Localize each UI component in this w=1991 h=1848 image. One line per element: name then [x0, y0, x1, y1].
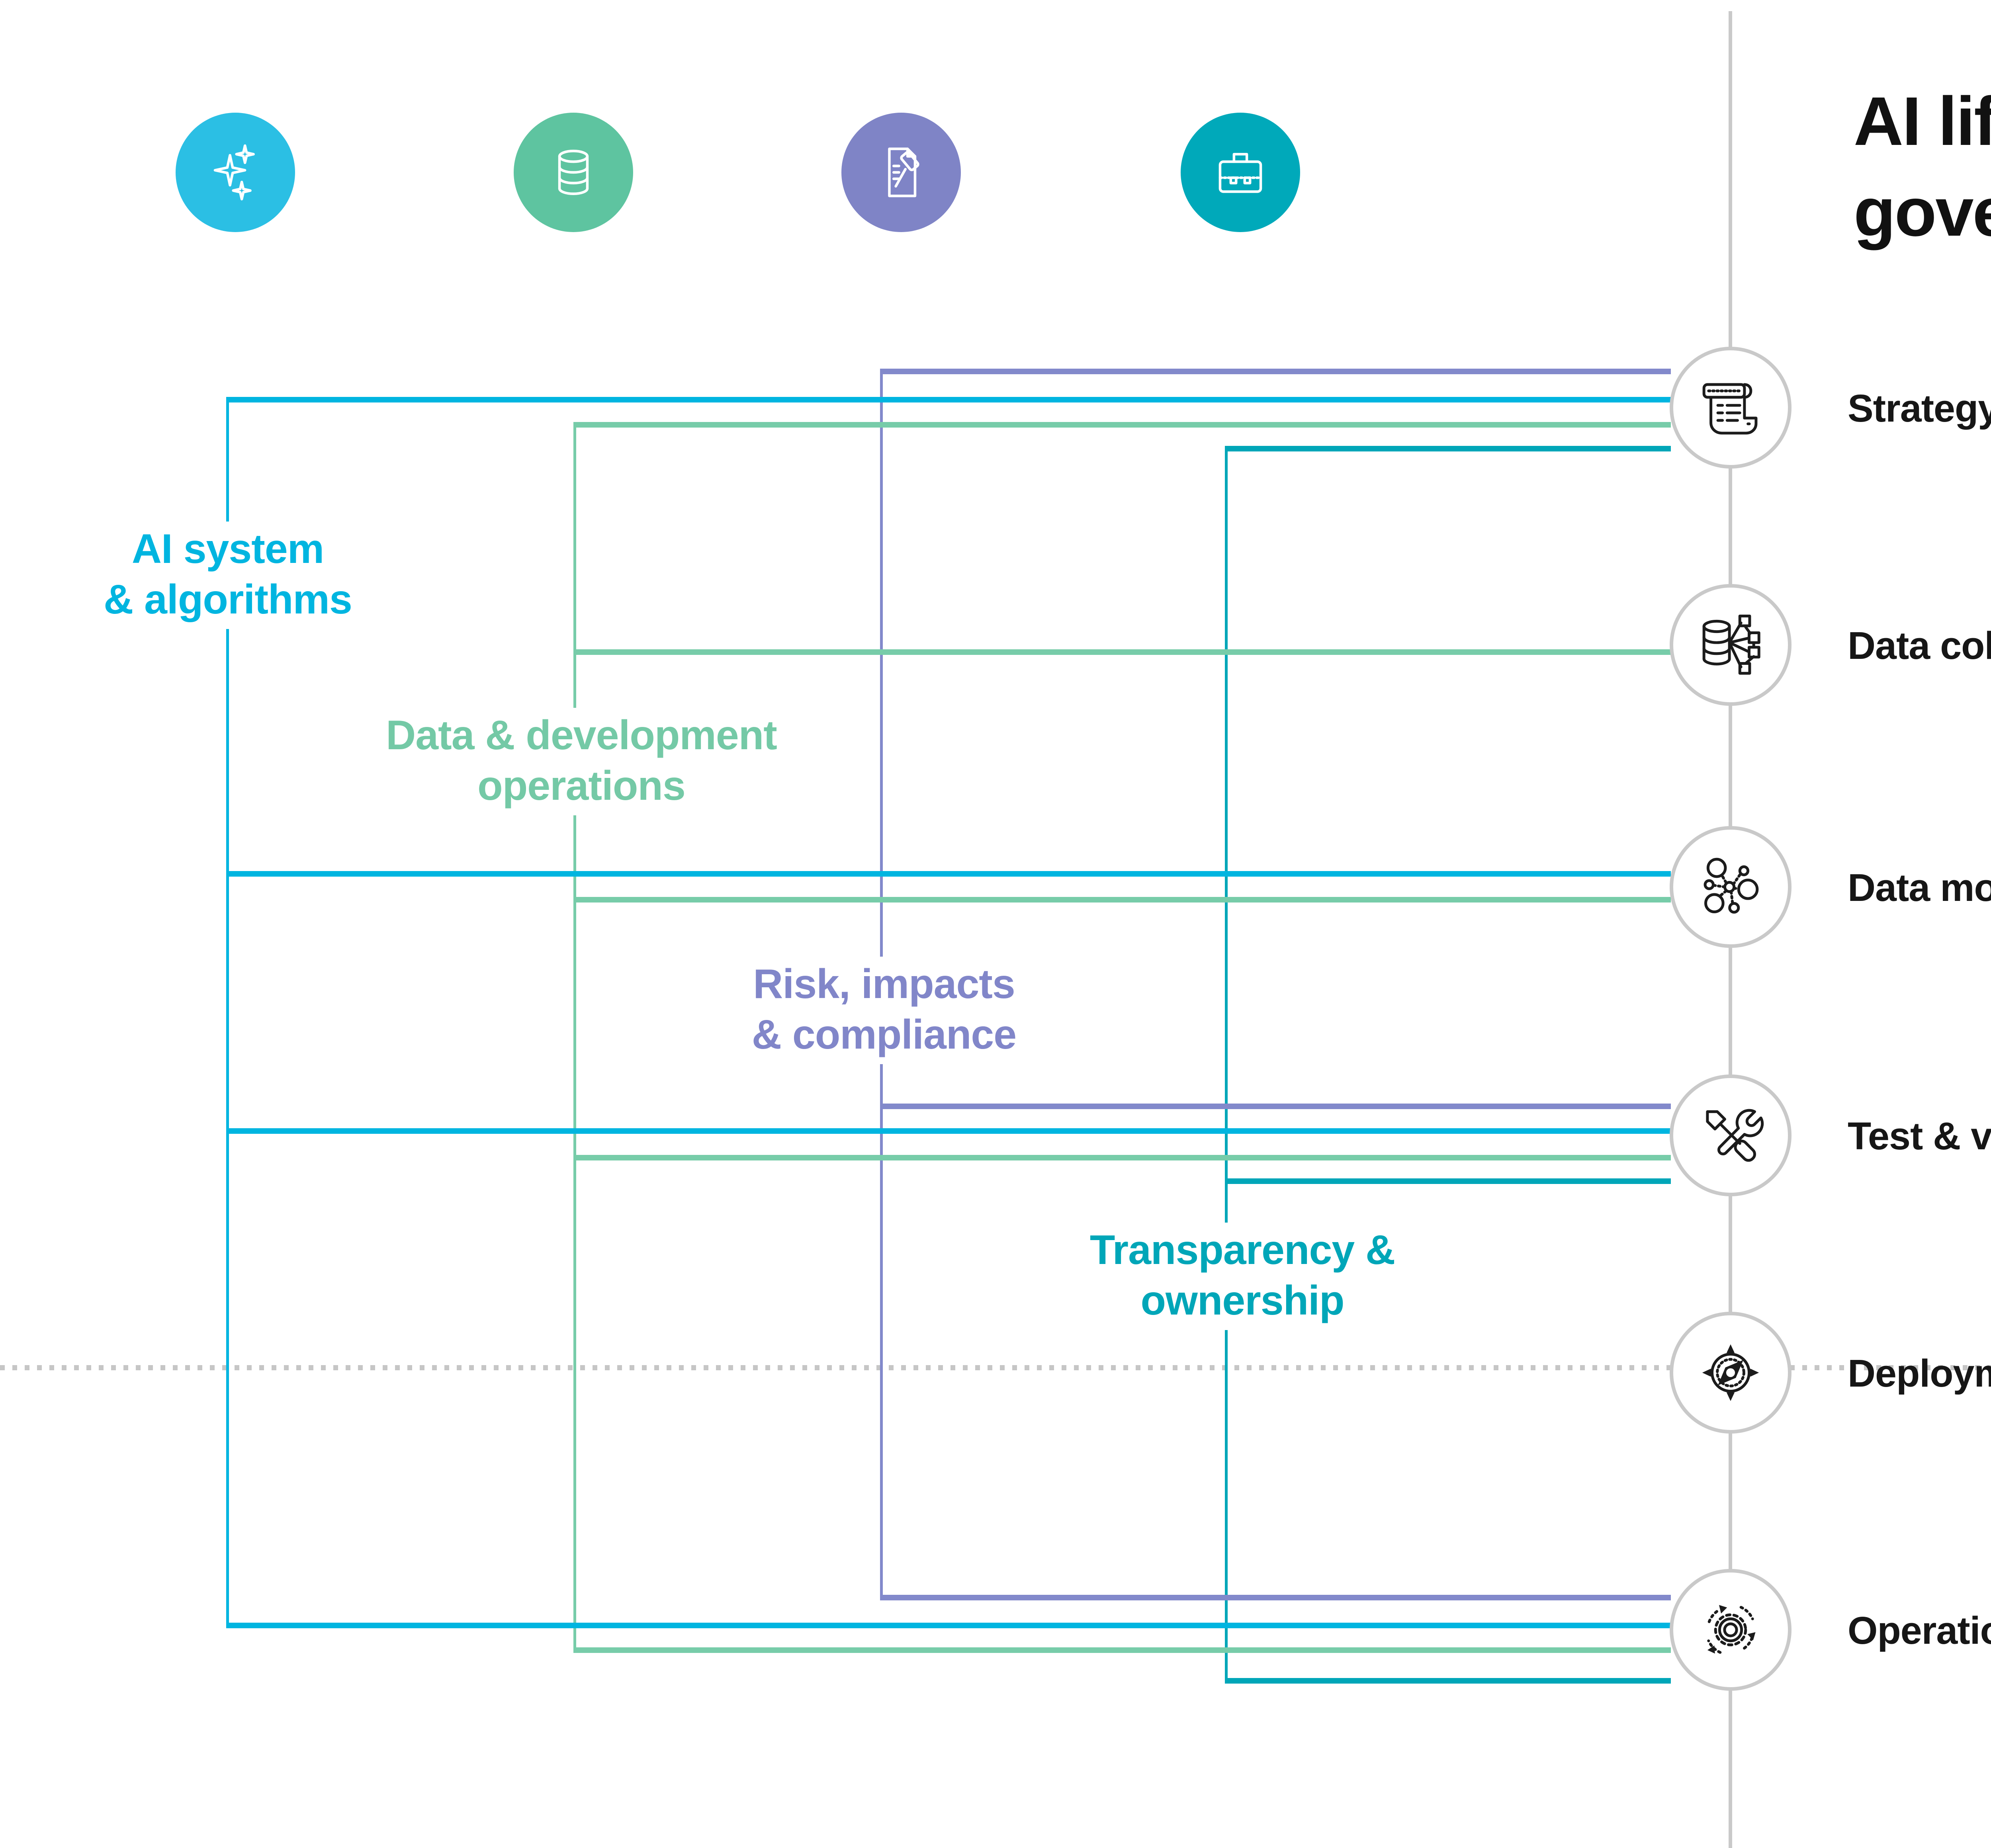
- page-title: AI lifecycle governance: [1854, 76, 1991, 258]
- connector-transparency-to-strategy: [1225, 446, 1671, 451]
- scroll-icon: [1702, 383, 1758, 435]
- connector-ai-system-to-operation: [226, 1623, 1671, 1628]
- category-label-ai-system: AI system & algorithms: [0, 524, 507, 625]
- gear-sync-icon: [1707, 1605, 1756, 1654]
- deployment-dotted-line: [0, 1365, 1991, 1370]
- connector-ai-system-to-test: [226, 1128, 1671, 1134]
- category-label-line: ownership: [1140, 1277, 1344, 1324]
- badge-risk: [841, 113, 961, 232]
- badge-transparency: [1181, 113, 1300, 232]
- badge-data-dev: [514, 113, 633, 232]
- stage-label-data-collection: Data collection & processing: [1848, 624, 1991, 667]
- connector-data-dev-to-test: [573, 1155, 1671, 1160]
- spine-risk-upper: [880, 371, 883, 957]
- category-label-line: Data & development: [386, 712, 777, 758]
- category-label-line: & algorithms: [104, 576, 352, 623]
- connector-ai-system-to-model-building: [226, 871, 1671, 877]
- node-cluster-icon: [1703, 858, 1759, 914]
- category-label-risk: Risk, impacts & compliance: [605, 959, 1163, 1060]
- stage-label-operation-monitoring: Operation & monitoring: [1848, 1609, 1991, 1652]
- spine-transparency-lower: [1225, 1330, 1228, 1684]
- spine-ai-system-upper: [226, 400, 229, 522]
- connector-transparency-to-test: [1225, 1178, 1671, 1184]
- stage-label-deployment: Deployment: [1848, 1352, 1991, 1395]
- stage-node-data-model-building: [1670, 826, 1792, 948]
- database-icon: [558, 150, 589, 195]
- category-label-line: Transparency &: [1089, 1227, 1395, 1273]
- category-label-line: operations: [477, 762, 686, 809]
- stage-node-strategy-design: [1670, 347, 1792, 469]
- stage-node-operation-monitoring: [1670, 1569, 1792, 1691]
- category-label-data-dev: Data & development operations: [303, 710, 860, 811]
- stage-node-data-collection: [1670, 584, 1792, 706]
- category-label-line: & compliance: [751, 1011, 1017, 1058]
- briefcase-icon: [1218, 153, 1262, 193]
- stage-label-test-validation: Test & validation: [1848, 1114, 1991, 1158]
- spine-risk-lower: [880, 1064, 883, 1600]
- document-gavel-icon: [888, 147, 919, 197]
- spine-transparency-upper: [1225, 449, 1228, 1223]
- spine-data-dev-upper: [573, 425, 576, 708]
- stage-label-data-model-building: Data model building: [1848, 866, 1991, 909]
- tools-icon: [1706, 1109, 1764, 1162]
- spine-data-dev-lower: [573, 815, 576, 1653]
- stage-node-deployment: [1670, 1312, 1792, 1434]
- connector-transparency-to-operation: [1225, 1678, 1671, 1684]
- category-label-transparency: Transparency & ownership: [964, 1225, 1521, 1326]
- category-label-line: AI system: [131, 526, 324, 572]
- connector-risk-to-operation: [880, 1595, 1671, 1600]
- compass-icon: [1702, 1344, 1759, 1401]
- stage-node-test-validation: [1670, 1074, 1792, 1196]
- page-title-line: governance: [1854, 173, 1991, 251]
- badge-ai-system: [176, 113, 295, 232]
- connector-data-dev-to-model-building: [573, 897, 1671, 903]
- connector-risk-to-strategy: [880, 369, 1671, 374]
- sparkles-icon: [213, 144, 255, 201]
- stage-label-strategy-design: Strategy & design: [1848, 387, 1991, 430]
- connector-ai-system-to-strategy: [226, 397, 1671, 402]
- page-title-line: AI lifecycle: [1854, 82, 1991, 160]
- connector-data-dev-to-strategy: [573, 422, 1671, 428]
- database-network-icon: [1702, 614, 1760, 675]
- category-label-line: Risk, impacts: [753, 961, 1015, 1007]
- connector-risk-to-test: [880, 1104, 1671, 1109]
- connector-data-dev-to-data-collection: [573, 649, 1671, 655]
- connector-data-dev-to-operation: [573, 1647, 1671, 1653]
